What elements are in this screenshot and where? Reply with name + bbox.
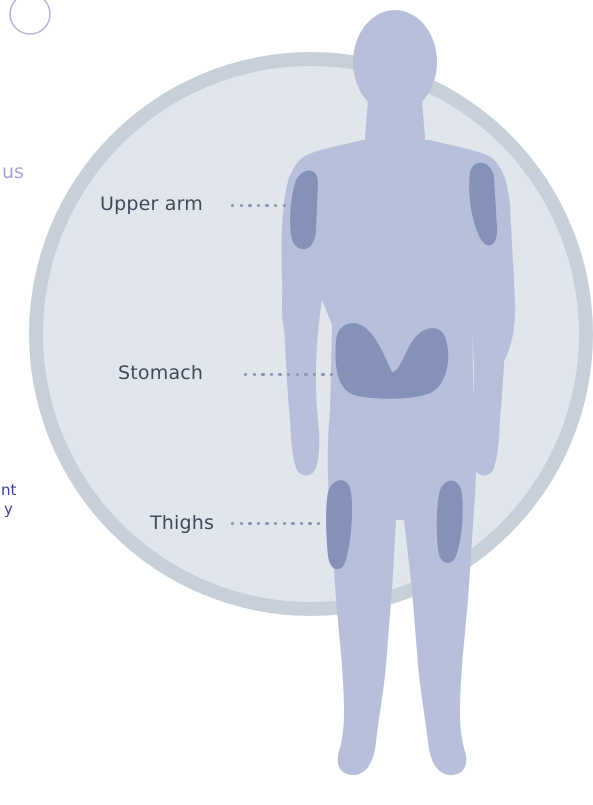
leader-dot bbox=[261, 373, 264, 376]
leader-dot bbox=[313, 373, 316, 376]
leader-dot bbox=[326, 522, 329, 525]
leader-dot bbox=[321, 373, 324, 376]
leader-line-upper-arm bbox=[231, 204, 293, 208]
leader-dot bbox=[231, 522, 234, 525]
leader-dot bbox=[291, 204, 294, 207]
leader-dot bbox=[257, 204, 260, 207]
clipped-heading-fragment: us bbox=[2, 163, 24, 181]
leader-line-thighs bbox=[231, 522, 331, 526]
leader-dot bbox=[283, 522, 286, 525]
leader-dot bbox=[291, 522, 294, 525]
leader-dot bbox=[270, 373, 273, 376]
leader-dot bbox=[248, 522, 251, 525]
leader-line-stomach bbox=[244, 373, 339, 377]
leader-dot bbox=[265, 204, 268, 207]
leader-dot bbox=[283, 204, 286, 207]
leader-dot bbox=[240, 522, 243, 525]
label-upper-arm: Upper arm bbox=[100, 193, 203, 215]
label-thighs: Thighs bbox=[150, 512, 214, 534]
leader-dot bbox=[304, 373, 307, 376]
leader-dot bbox=[287, 373, 290, 376]
leader-dot bbox=[265, 522, 268, 525]
clipped-body-line-1: nt bbox=[1, 481, 16, 499]
clipped-body-text-container: nt y bbox=[0, 476, 16, 524]
leader-dot bbox=[278, 373, 281, 376]
leader-dot bbox=[317, 522, 320, 525]
leader-dot bbox=[253, 373, 256, 376]
clipped-heading-container: us bbox=[0, 160, 30, 190]
leader-dot bbox=[296, 373, 299, 376]
leader-dot bbox=[300, 522, 303, 525]
decorative-circle-outline bbox=[10, 0, 50, 34]
leader-dot bbox=[274, 522, 277, 525]
leader-dot bbox=[244, 373, 247, 376]
leader-dot bbox=[257, 522, 260, 525]
leader-dot bbox=[231, 204, 234, 207]
leader-dot bbox=[248, 204, 251, 207]
leader-dot bbox=[240, 204, 243, 207]
label-stomach: Stomach bbox=[118, 362, 203, 384]
leader-dot bbox=[274, 204, 277, 207]
clipped-body-line-2: y bbox=[4, 500, 13, 518]
leader-dot bbox=[330, 373, 333, 376]
head bbox=[353, 10, 437, 114]
leader-dot bbox=[308, 522, 311, 525]
